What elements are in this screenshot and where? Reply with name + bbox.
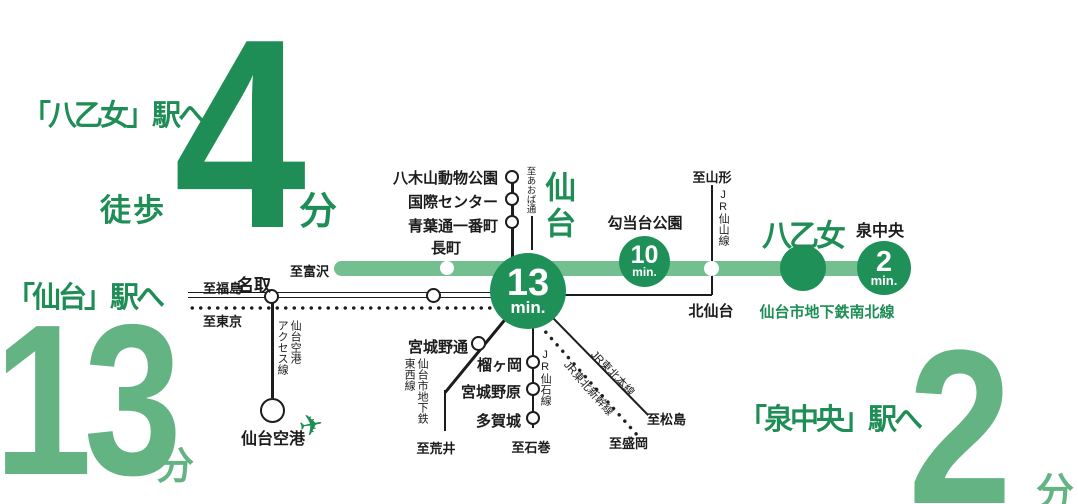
station-ring-kokusai-center [505,192,519,206]
station-ring-sendai-airport [260,398,285,423]
kotodai-unit: min. [632,265,657,279]
label-tagajo: 多賀城 [475,413,521,430]
label-yaotome: 八乙女 [762,220,846,253]
station-ring-aobadori-ichibancho [505,215,519,229]
jr-senzan-line-horizontal [558,293,712,296]
jr-shinkansen-line-horizontal [188,306,522,310]
label-to-tomizawa: 至富沢 [290,264,330,279]
jr-senzan-line-vertical [710,185,713,295]
label-kitasendai: 北仙台 [688,303,734,320]
label-nagamachi: 長町 [430,240,461,257]
label-to-yamagata: 至山形 [692,170,732,185]
label-miyaginodori: 宮城野通 [407,339,468,356]
station-ring-miyaginohara [526,382,540,396]
headline-yaotome-unit: 分 [299,191,338,233]
sendai-hub-circle: 13 min. [490,253,566,329]
subway-namboku-line [334,261,881,276]
label-to-tokyo: 至東京 [203,314,243,329]
station-ring-tagajo [526,411,540,425]
jr-tohoku-main-line-horizontal [188,292,530,298]
label-kotodai-koen: 勾当台公園 [607,215,683,232]
aobadori-stub-line [530,216,533,250]
yaotome-station-dot [780,245,826,291]
headline-sendai-unit: 分 [156,446,195,488]
station-ring-miyaginodori [471,336,486,351]
label-subway-tozai-1: 仙台市地下鉄 [416,358,429,424]
izumichuo-circle: 2 min. [857,241,911,295]
subway-tozai-line-lower [443,390,446,431]
label-to-fukushima: 至福島 [203,281,243,296]
station-ring-tsutsujigaoka [526,355,540,369]
label-sendai-airport: 仙台空港 [240,431,305,448]
headline-sendai-station: 「仙台」駅へ [6,282,165,314]
headline-izumichuo-unit: 分 [1036,472,1075,504]
izumichuo-unit: min. [870,272,898,288]
label-to-ishinomaki: 至石巻 [511,440,551,455]
sendai-hub-unit: min. [510,297,546,317]
label-yagiyama-zoo: 八木山動物公園 [392,170,498,187]
headline-sendai-minutes: 13 [0,279,182,504]
label-airport-access-line-2: アクセス線 [276,320,289,375]
kotodai-minutes: 10 [630,241,659,269]
label-aobadori-ichibancho: 青葉通一番町 [407,218,498,235]
label-sendai-station: 仙台 [540,171,576,243]
headline-yaotome-station: 「八乙女」駅へ [22,100,207,132]
sendai-hub-minutes: 13 [506,261,550,304]
label-to-arai: 至荒井 [416,441,456,456]
label-airport-access-line-1: 仙台空港 [289,320,302,364]
headline-izumichuo-station: 「泉中央」駅へ [738,404,923,436]
headline-izumichuo-minutes: 2 [908,304,1013,504]
label-kokusai-center: 国際センター [407,194,498,211]
station-ring-natori [264,289,279,304]
label-subway-namboku: 仙台市地下鉄南北線 [759,304,895,321]
station-ring-yagiyama [505,170,519,184]
kotodai-koen-circle: 10 min. [619,236,670,287]
label-tsutsujigaoka: 榴ヶ岡 [476,357,522,374]
label-to-matsushima: 至松島 [647,412,687,427]
label-miyaginohara: 宮城野原 [460,384,521,401]
jr-senseki-line-vertical [531,324,534,428]
label-to-aobadori: 至あおば通 [524,166,536,214]
izumichuo-minutes: 2 [875,245,893,278]
label-natori: 名取 [237,276,271,295]
label-jr-senseki: JR仙石線 [539,349,552,406]
label-jr-senzan: JR仙山線 [717,189,730,246]
headline-yaotome-walk: 徒歩 [100,193,166,228]
label-subway-tozai-2: 東西線 [403,358,416,391]
airport-access-line-vertical [271,297,274,398]
station-dot-kitasendai [704,261,719,276]
station-ring-nagamachi-jr [426,288,441,303]
label-to-morioka: 至盛岡 [609,436,649,451]
station-dot-nagamachi-subway [440,261,454,275]
label-izumichuo: 泉中央 [856,223,905,240]
airplane-icon: ✈ [296,408,326,444]
headline-yaotome-minutes: 4 [174,0,307,285]
